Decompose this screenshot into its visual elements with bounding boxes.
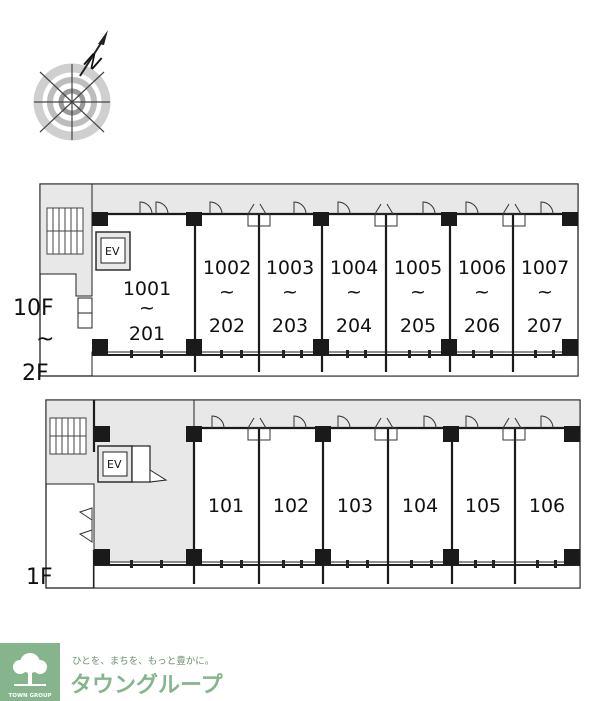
room-1004-bottom: 204 (336, 315, 372, 337)
room-1005-sep: ~ (410, 281, 426, 303)
room-1001-bottom: 201 (129, 323, 165, 345)
room-1007-bottom: 207 (527, 315, 563, 337)
brand-tagline: ひとを、まちを、もっと豊かに。 (72, 655, 214, 667)
upper-floor-label-top: 10F (13, 296, 54, 321)
room-101: 101 (208, 495, 244, 517)
lower-balcony (93, 561, 581, 589)
room-102: 102 (273, 495, 309, 517)
lower-floor-plan: EV (26, 399, 581, 590)
room-106: 106 (529, 495, 565, 517)
room-1006-bottom: 206 (464, 315, 500, 337)
room-1002-bottom: 202 (209, 315, 245, 337)
lower-stairs-icon (49, 417, 87, 455)
upper-floor-plan: EV (13, 183, 579, 386)
lower-entrance-door-icon (78, 507, 93, 543)
lower-ev-label: EV (107, 458, 122, 471)
room-105: 105 (465, 495, 501, 517)
room-104: 104 (402, 495, 438, 517)
brand-name: タウングループ (70, 672, 224, 698)
room-1003-bottom: 203 (272, 315, 308, 337)
room-1002-top: 1002 (203, 257, 251, 279)
room-1001-sep: ~ (139, 297, 155, 319)
room-1007-sep: ~ (537, 281, 553, 303)
lower-door-icons (211, 415, 554, 441)
town-group-logo: TOWN GROUP (0, 643, 60, 701)
room-1006-sep: ~ (474, 281, 490, 303)
compass-icon: N (33, 30, 111, 141)
room-1004-sep: ~ (346, 281, 362, 303)
upper-floor-label-bottom: 2F (22, 361, 49, 386)
lower-columns (94, 426, 580, 565)
room-103: 103 (337, 495, 373, 517)
room-1003-sep: ~ (282, 281, 298, 303)
room-1007-top: 1007 (521, 257, 569, 279)
room-1001-top: 1001 (123, 278, 171, 300)
tree-icon (13, 653, 47, 686)
room-1005-top: 1005 (394, 257, 442, 279)
logo-text: TOWN GROUP (9, 693, 52, 699)
room-1005-bottom: 205 (400, 315, 436, 337)
upper-floor-label-sep: ~ (36, 327, 54, 352)
upper-ev-label: EV (105, 245, 120, 258)
lower-floor-label: 1F (26, 565, 53, 590)
upper-columns (92, 212, 578, 355)
room-1004-top: 1004 (330, 257, 378, 279)
upper-stairs-icon (46, 207, 84, 255)
room-1006-top: 1006 (458, 257, 506, 279)
room-1003-top: 1003 (266, 257, 314, 279)
upper-corridor (39, 183, 579, 215)
upper-door-icons (139, 201, 554, 227)
room-1002-sep: ~ (219, 281, 235, 303)
